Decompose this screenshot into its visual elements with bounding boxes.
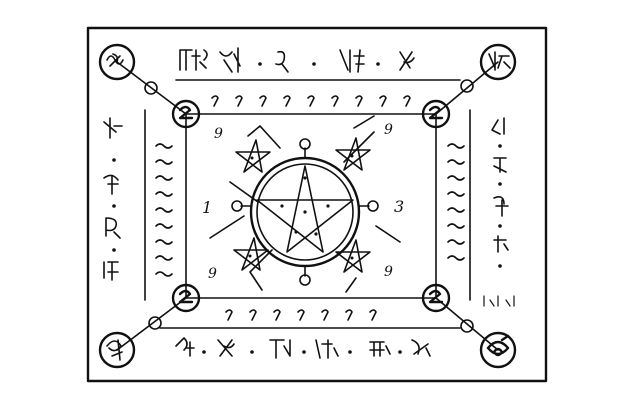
- glyph-script-icon: [275, 50, 289, 73]
- central-seal: [249, 156, 361, 268]
- tilde-mark-icon: [447, 223, 465, 229]
- corner-seal-sigil-icon: [106, 53, 124, 67]
- glyph-script-icon: [269, 339, 291, 359]
- inner-circle-tr: [421, 99, 451, 129]
- numeral-upper-left: 9: [214, 126, 223, 142]
- glyph-script-icon: [399, 51, 415, 71]
- corner-seal-sigil-icon: [488, 51, 511, 71]
- hook-mark-icon: [273, 309, 281, 321]
- glyph-script-icon: [369, 341, 391, 357]
- tilde-mark-icon: [447, 207, 465, 213]
- top-hook-marks: [211, 95, 411, 107]
- hook-mark-icon: [369, 309, 377, 321]
- corner-connectors: [116, 61, 499, 351]
- top-glyph-row: [179, 47, 415, 73]
- hook-mark-icon: [379, 95, 387, 107]
- inner-frame: [144, 79, 471, 329]
- glyph-script-icon: [103, 117, 123, 139]
- inner-circle-bl: [171, 283, 201, 313]
- hook-mark-icon: [307, 95, 315, 107]
- glyph-script-icon: [491, 117, 505, 135]
- glyph-script-icon: [483, 295, 515, 307]
- corner-seal-bottom-left: [98, 331, 136, 369]
- hook-mark-icon: [249, 309, 257, 321]
- tilde-mark-icon: [447, 159, 465, 165]
- numerals: 9 9 1 3 9 9: [202, 122, 404, 282]
- small-stars: [233, 137, 371, 273]
- numeral-lower-right: 9: [384, 264, 393, 280]
- hook-mark-icon: [235, 95, 243, 107]
- glyph-script-icon: [493, 235, 509, 253]
- glyph-script-icon: [493, 196, 509, 217]
- small-star-icon: [335, 137, 371, 171]
- corner-seal-top-left: [98, 43, 136, 81]
- tilde-mark-icon: [447, 239, 465, 245]
- hook-mark-icon: [259, 95, 267, 107]
- hook-mark-icon: [283, 95, 291, 107]
- tilde-mark-icon: [155, 255, 173, 261]
- tilde-mark-icon: [447, 255, 465, 261]
- small-star-icon: [233, 237, 269, 271]
- glyph-script-icon: [219, 47, 241, 73]
- inner-circle-br: [421, 283, 451, 313]
- glyph-script-icon: [493, 157, 507, 173]
- tilde-mark-icon: [155, 223, 173, 229]
- hook-mark-icon: [211, 95, 219, 107]
- glyph-script-icon: [103, 174, 119, 195]
- tilde-mark-icon: [155, 239, 173, 245]
- hook-mark-icon: [331, 95, 339, 107]
- hook-mark-icon: [403, 95, 411, 107]
- tilde-mark-icon: [155, 207, 173, 213]
- numeral-mid-left: 1: [202, 198, 212, 217]
- numeral-mid-right: 3: [394, 197, 404, 216]
- seal-nodes: [231, 138, 379, 286]
- inner-circle-tl: [171, 99, 201, 129]
- corner-seal-bottom-right: [479, 331, 517, 369]
- bottom-hook-marks: [225, 309, 377, 321]
- glyph-script-icon: [217, 339, 235, 357]
- inner-corner-circles: [171, 99, 451, 313]
- right-tilde-marks: [447, 143, 465, 261]
- glyph-script-icon: [105, 217, 121, 239]
- glyph-script-icon: [175, 337, 195, 357]
- tilde-mark-icon: [447, 143, 465, 149]
- numeral-lower-left: 9: [208, 266, 217, 282]
- hook-mark-icon: [225, 309, 233, 321]
- glyph-script-icon: [103, 261, 119, 281]
- corner-seal-sigil-icon: [106, 339, 123, 361]
- glyph-script-icon: [179, 49, 208, 71]
- hook-mark-icon: [345, 309, 353, 321]
- tilde-mark-icon: [155, 271, 173, 277]
- tilde-mark-icon: [155, 191, 173, 197]
- glyph-script-icon: [411, 339, 431, 357]
- left-glyph-column: [103, 117, 123, 281]
- glyph-script-icon: [315, 339, 339, 359]
- numeral-upper-right: 9: [384, 122, 393, 138]
- outer-frame: [86, 26, 548, 383]
- tilde-mark-icon: [447, 175, 465, 181]
- corner-seal-sigil-icon: [486, 334, 510, 357]
- glyph-script-icon: [339, 49, 365, 73]
- hook-mark-icon: [297, 309, 305, 321]
- central-bent-arms: [209, 115, 401, 293]
- tilde-mark-icon: [155, 143, 173, 149]
- hook-mark-icon: [321, 309, 329, 321]
- left-tilde-marks: [155, 143, 173, 277]
- hook-mark-icon: [355, 95, 363, 107]
- small-star-icon: [235, 139, 271, 173]
- tilde-mark-icon: [155, 159, 173, 165]
- tilde-mark-icon: [447, 191, 465, 197]
- bottom-glyph-row: [175, 337, 431, 359]
- small-star-icon: [335, 239, 371, 273]
- right-glyph-column: [483, 117, 515, 307]
- corner-seal-top-right: [479, 43, 517, 81]
- tilde-mark-icon: [155, 175, 173, 181]
- pentagram-icon: [256, 165, 354, 253]
